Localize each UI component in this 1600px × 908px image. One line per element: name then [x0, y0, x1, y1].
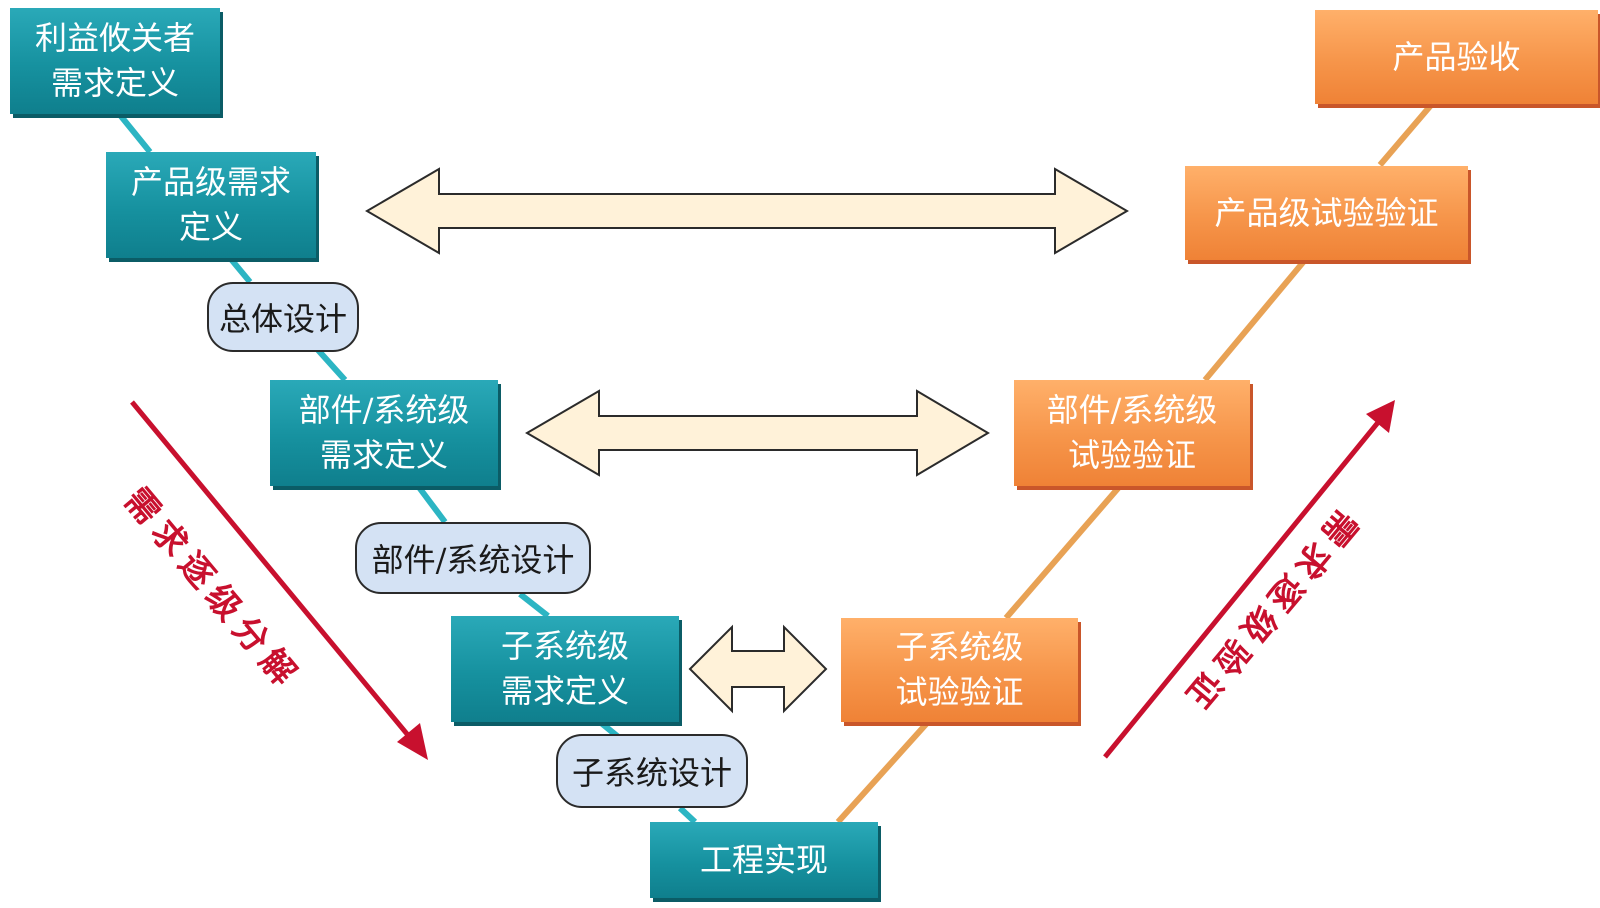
connector-left-1 — [117, 113, 153, 154]
stakeholder-requirements-box: 利益攸关者 需求定义 — [10, 8, 220, 114]
subsystem-requirements-box: 子系统级 需求定义 — [451, 616, 679, 722]
connector-left-3 — [315, 347, 348, 383]
component-verification-box: 部件/系统级 试验验证 — [1014, 380, 1250, 486]
verify-arrow-head — [1366, 400, 1395, 433]
connector-left-7 — [677, 805, 698, 825]
component-requirements-box: 部件/系统级 需求定义 — [270, 380, 498, 486]
engineering-implementation-box: 工程实现 — [650, 822, 878, 898]
connector-right-3 — [1202, 258, 1308, 382]
product-acceptance-box: 产品验收 — [1315, 10, 1598, 104]
decompose-arrow-head — [397, 723, 428, 760]
connector-left-2 — [227, 256, 253, 284]
subsystem-verification-box: 子系统级 试验验证 — [841, 618, 1078, 722]
double-arrow-component-level — [525, 389, 990, 477]
double-arrow-product-level — [365, 167, 1129, 255]
component-design-pill: 部件/系统设计 — [355, 522, 591, 594]
verify-arrow-line — [1103, 418, 1382, 759]
double-arrow-subsystem-level — [688, 624, 828, 714]
product-verification-box: 产品级试验验证 — [1185, 166, 1468, 260]
connector-left-4 — [415, 484, 448, 524]
subsystem-design-pill: 子系统设计 — [556, 734, 748, 808]
decompose-arrow-line — [130, 400, 414, 742]
connector-right-2 — [1003, 484, 1123, 620]
connector-left-5 — [518, 591, 550, 619]
connector-right-1 — [835, 719, 931, 825]
connector-right-4 — [1377, 102, 1435, 167]
overall-design-pill: 总体设计 — [207, 282, 359, 352]
product-requirements-box: 产品级需求 定义 — [106, 152, 316, 258]
